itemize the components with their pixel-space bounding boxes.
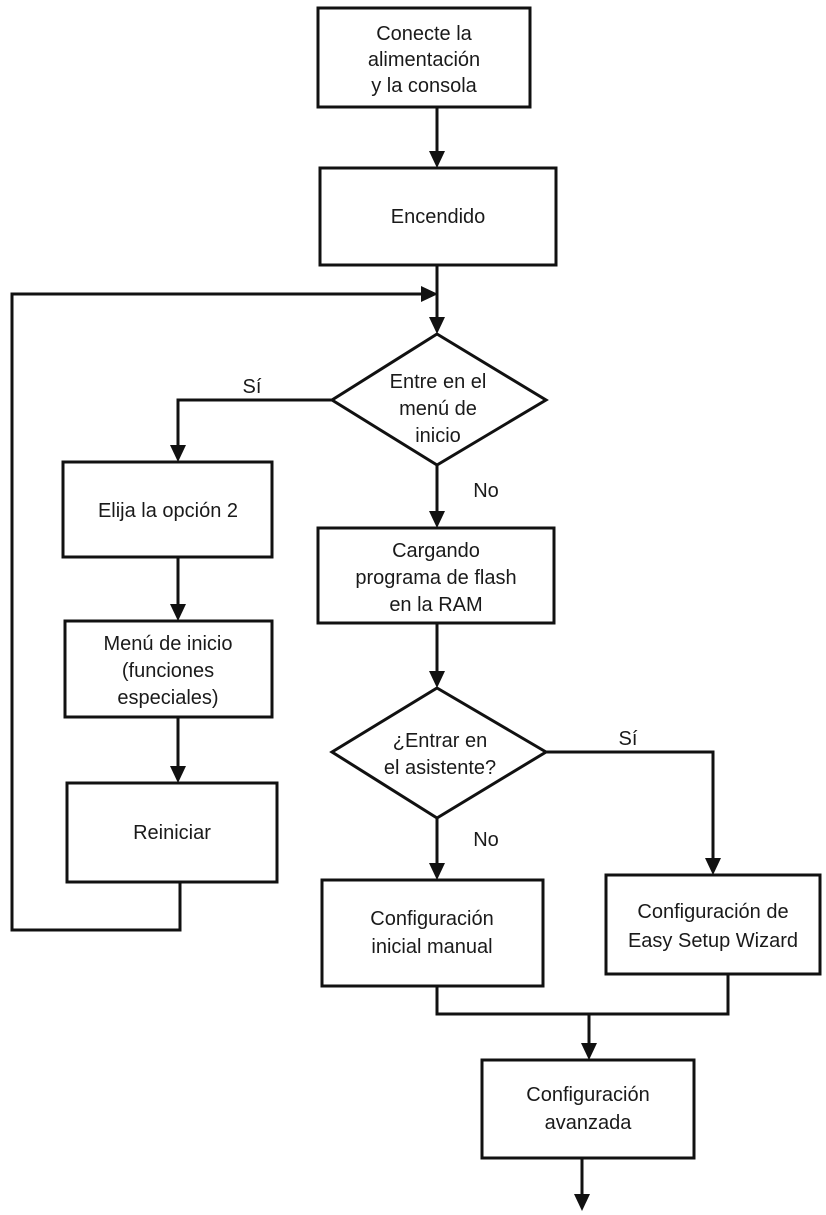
arrow-head-special-menu — [170, 604, 186, 621]
node-wizard-line-2: Easy Setup Wizard — [628, 930, 798, 952]
arrow-head-loop-back — [421, 286, 438, 302]
edge-wizard-yes — [546, 750, 715, 859]
arrow-head-wizard-setup — [705, 858, 721, 875]
edge-boot-menu-yes — [176, 398, 332, 446]
node-manual-line-2: inicial manual — [371, 936, 492, 958]
node-restart: Reiniciar — [65, 781, 279, 884]
decision-boot-line-1: Entre en el — [390, 371, 487, 393]
arrow-head-restart — [170, 766, 186, 783]
node-loading-line-3: en la RAM — [389, 594, 482, 616]
node-power-on: Encendido — [318, 166, 558, 267]
decision-enter-wizard: ¿Entrar en el asistente? — [329, 686, 549, 820]
label-wizard-no: No — [473, 829, 499, 851]
node-restart-label: Reiniciar — [133, 822, 211, 844]
node-connect-line-2: alimentación — [368, 49, 480, 71]
node-power-on-label: Encendido — [391, 206, 486, 228]
node-choose-option-2: Elija la opción 2 — [61, 460, 274, 559]
node-special-line-2: (funciones — [122, 660, 214, 682]
decision-boot-line-3: inicio — [415, 425, 461, 447]
node-boot-menu-special: Menú de inicio (funciones especiales) — [63, 619, 274, 719]
arrow-head-advanced-setup — [581, 1043, 597, 1060]
node-choose-option-label: Elija la opción 2 — [98, 500, 238, 522]
arrow-head-choose-option — [170, 445, 186, 462]
edge-manual-merge — [435, 974, 730, 1016]
node-special-line-3: especiales) — [117, 687, 218, 709]
node-easy-setup-wizard: Configuración de Easy Setup Wizard — [604, 873, 822, 976]
node-loading-line-2: programa de flash — [355, 567, 516, 589]
node-connect-power-console: Conecte la alimentación y la consola — [316, 6, 532, 109]
arrow-head-decision-boot — [429, 317, 445, 334]
node-manual-setup: Configuración inicial manual — [320, 878, 545, 988]
node-loading-line-1: Cargando — [392, 540, 480, 562]
node-advanced-setup: Configuración avanzada — [480, 1058, 696, 1160]
node-manual-line-1: Configuración — [370, 908, 493, 930]
label-boot-no: No — [473, 480, 499, 502]
decision-boot-line-2: menú de — [399, 398, 477, 420]
arrow-head-exit — [574, 1194, 590, 1211]
arrow-head-wizard-decision — [429, 671, 445, 688]
decision-wizard-line-2: el asistente? — [384, 757, 496, 779]
arrow-head-loading-flash — [429, 511, 445, 528]
arrow-head-power-on — [429, 151, 445, 168]
node-advanced-line-2: avanzada — [545, 1112, 633, 1134]
label-boot-yes: Sí — [243, 376, 262, 398]
node-wizard-line-1: Configuración de — [637, 901, 788, 923]
node-special-line-1: Menú de inicio — [104, 633, 233, 655]
decision-wizard-line-1: ¿Entrar en — [393, 730, 487, 752]
node-connect-line-3: y la consola — [371, 75, 477, 97]
decision-enter-boot-menu: Entre en el menú de inicio — [329, 332, 549, 467]
arrow-head-manual-setup — [429, 863, 445, 880]
node-connect-line-1: Conecte la — [376, 23, 472, 45]
node-loading-flash-ram: Cargando programa de flash en la RAM — [316, 526, 556, 625]
edge-restart-loop-back — [10, 292, 423, 932]
label-wizard-yes: Sí — [619, 728, 638, 750]
node-advanced-line-1: Configuración — [526, 1084, 649, 1106]
